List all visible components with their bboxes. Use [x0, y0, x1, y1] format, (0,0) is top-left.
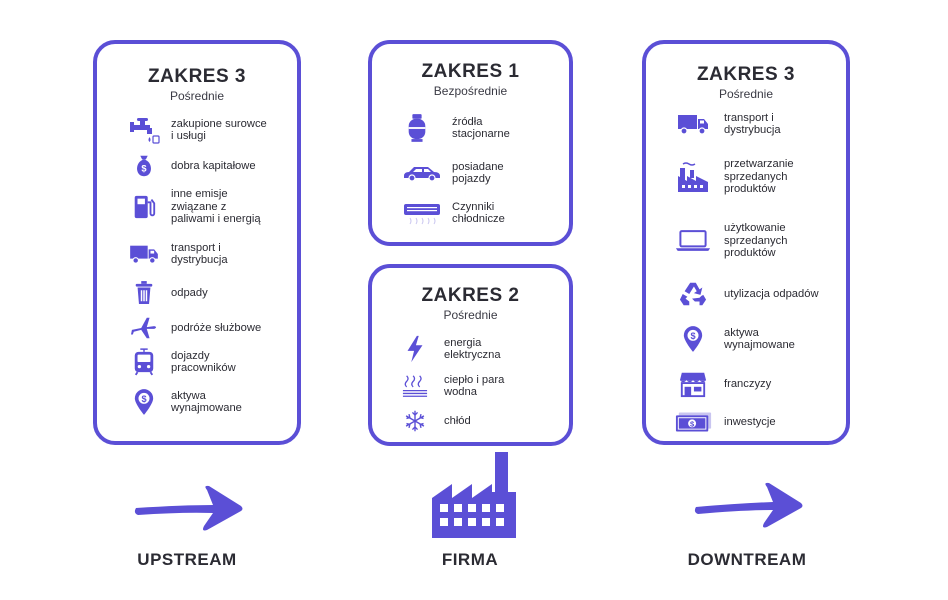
upstream-arrow-icon — [134, 485, 243, 531]
firma-label: FIRMA — [441, 550, 499, 569]
item-label: transport i dystrybucja — [171, 241, 228, 267]
item-label: aktywa wynajmowane — [724, 326, 795, 352]
list-item: transport i dystrybucja — [127, 240, 228, 268]
scope1-box: ZAKRES 1 Bezpośrednie źródła stacjonarne… — [368, 40, 573, 246]
item-label: inne emisje związane z paliwami i energi… — [171, 188, 261, 225]
scope1-title: ZAKRES 1 — [421, 61, 520, 82]
factory-icon — [432, 452, 516, 538]
scope3-upstream-box: ZAKRES 3 Pośrednie zakupione surowce i u… — [93, 40, 301, 445]
downstream-label: DOWNTREAM — [687, 550, 807, 569]
factory-icon — [676, 160, 710, 194]
list-item: użytkowanie sprzedanych produktów — [674, 222, 787, 260]
airplane-icon — [127, 314, 161, 342]
item-label: odpady — [171, 286, 208, 299]
tap-icon — [127, 116, 161, 144]
truck-icon — [127, 240, 161, 268]
laptop-icon — [674, 227, 712, 255]
lightning-icon — [398, 335, 432, 363]
list-item: inne emisje związane z paliwami i energi… — [127, 188, 261, 226]
shop-icon — [676, 370, 710, 398]
list-item: Czynniki chłodnicze — [400, 199, 505, 227]
item-label: franczyzy — [724, 377, 772, 390]
item-label: posiadane pojazdy — [452, 160, 504, 186]
scope2-subtitle: Pośrednie — [443, 308, 498, 322]
list-item: przetwarzanie sprzedanych produktów — [676, 158, 794, 196]
scope3-downstream-subtitle: Pośrednie — [718, 87, 774, 101]
list-item: dojazdy pracowników — [127, 348, 236, 376]
list-item: podróże służbowe — [127, 314, 261, 342]
downstream-arrow-icon — [694, 482, 803, 528]
item-label: Czynniki chłodnicze — [452, 200, 505, 226]
item-label: przetwarzanie sprzedanych produktów — [724, 158, 794, 195]
air-conditioner-icon — [400, 199, 444, 227]
list-item: aktywa wynajmowane — [127, 388, 242, 416]
item-label: aktywa wynajmowane — [171, 389, 242, 415]
list-item: inwestycje — [674, 408, 776, 436]
location-dollar-icon — [127, 388, 161, 416]
item-label: ciepło i para wodna — [444, 373, 505, 399]
item-label: utylizacja odpadów — [724, 287, 819, 300]
location-dollar-icon — [676, 324, 710, 354]
list-item: transport i dystrybucja — [676, 110, 781, 138]
truck-icon — [676, 110, 710, 138]
heat-steam-icon — [398, 372, 432, 400]
item-label: inwestycje — [724, 415, 776, 428]
scope2-title: ZAKRES 2 — [421, 285, 520, 306]
fuel-pump-icon — [127, 193, 161, 221]
recycle-icon — [676, 280, 710, 308]
list-item: chłód — [398, 407, 471, 435]
item-label: źródła stacjonarne — [452, 115, 510, 141]
list-item: utylizacja odpadów — [676, 280, 819, 308]
scope3-upstream-title: ZAKRES 3 — [148, 66, 246, 87]
upstream-label: UPSTREAM — [137, 550, 237, 569]
scope2-box: ZAKRES 2 Pośrednie energia elektryczna c… — [368, 264, 573, 446]
list-item: zakupione surowce i usługi — [127, 116, 267, 144]
item-label: użytkowanie sprzedanych produktów — [724, 222, 788, 259]
scope3-upstream-subtitle: Pośrednie — [169, 89, 225, 103]
item-label: energia elektryczna — [444, 336, 501, 362]
car-icon — [400, 159, 444, 187]
list-item: odpady — [127, 279, 208, 307]
list-item: dobra kapitałowe — [127, 152, 256, 180]
money-bag-icon — [127, 152, 161, 180]
item-label: transport i dystrybucja — [724, 111, 781, 137]
scope3-downstream-title: ZAKRES 3 — [697, 64, 795, 85]
list-item: aktywa wynajmowane — [676, 324, 795, 354]
list-item: energia elektryczna — [398, 335, 501, 363]
trash-icon — [127, 279, 161, 307]
list-item: posiadane pojazdy — [400, 159, 504, 187]
list-item: ciepło i para wodna — [398, 372, 504, 400]
snowflake-icon — [398, 407, 432, 435]
item-label: dojazdy pracowników — [171, 349, 236, 375]
list-item: franczyzy — [676, 370, 771, 398]
gas-cylinder-icon — [400, 114, 434, 142]
list-item: źródła stacjonarne — [400, 114, 510, 142]
item-label: chłód — [444, 414, 471, 427]
banknote-icon — [674, 408, 714, 436]
item-label: dobra kapitałowe — [171, 159, 256, 172]
scope1-subtitle: Bezpośrednie — [433, 84, 508, 98]
scope3-downstream-box: ZAKRES 3 Pośrednie transport i dystrybuc… — [642, 40, 850, 445]
tram-icon — [127, 348, 161, 376]
item-label: zakupione surowce i usługi — [171, 117, 267, 143]
item-label: podróże służbowe — [171, 321, 262, 334]
